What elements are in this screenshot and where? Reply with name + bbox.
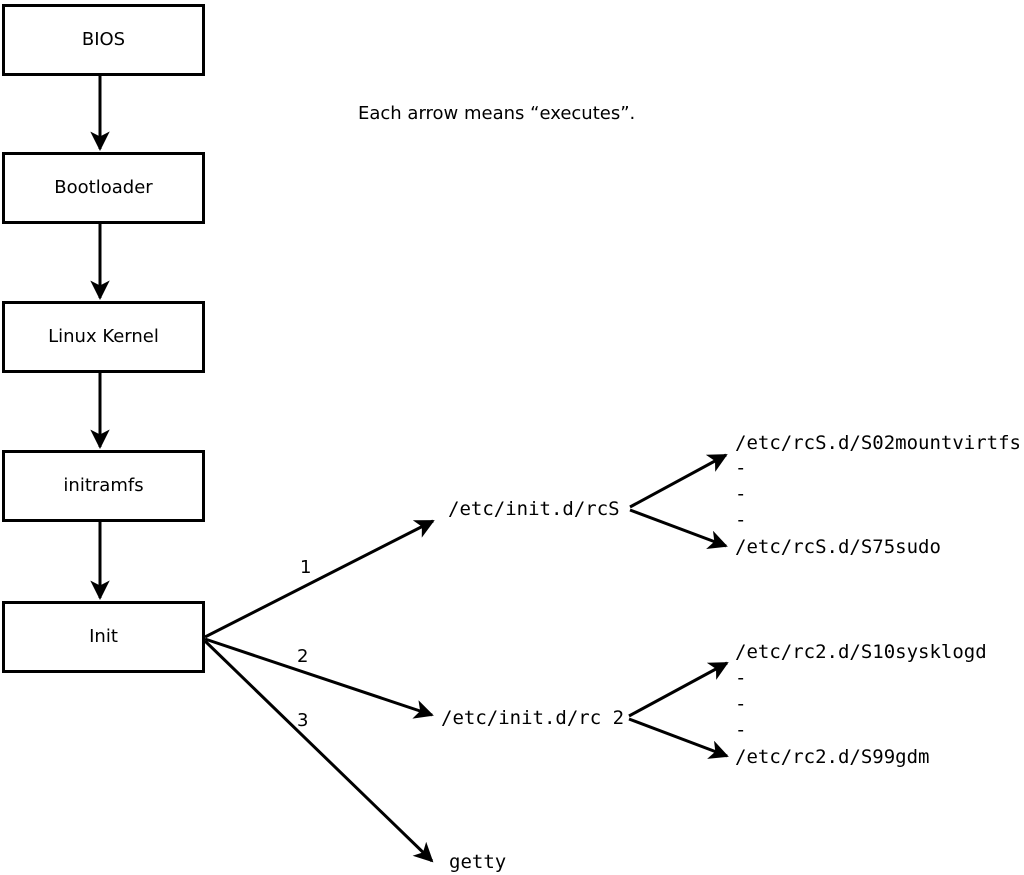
target-getty: getty: [449, 851, 507, 873]
box-linux-kernel-label: Linux Kernel: [48, 326, 159, 347]
box-initramfs: initramfs: [2, 450, 205, 522]
rc2-script-ellipsis-1: -: [735, 667, 747, 689]
arrow-rcS-to-s75sudo: [629, 508, 728, 549]
fan-label-2: 2: [297, 646, 309, 667]
fan-label-3: 3: [297, 710, 309, 731]
box-bootloader: Bootloader: [2, 152, 205, 224]
rcS-script-ellipsis-2: -: [735, 483, 747, 505]
rcS-script-ellipsis-1: -: [735, 457, 747, 479]
rcS-script-ellipsis-3: -: [735, 509, 747, 531]
box-bios-label: BIOS: [81, 29, 126, 50]
rc2-script-s99gdm: /etc/rc2.d/S99gdm: [735, 746, 930, 768]
arrow-rc2-to-s10sysklogd: [628, 661, 729, 718]
arrow-init-to-getty: [203, 639, 434, 863]
box-linux-kernel: Linux Kernel: [2, 301, 205, 373]
arrow-init-to-rcS: [204, 519, 435, 639]
arrow-rcS-to-s02mountvirtfs: [629, 453, 728, 509]
box-initramfs-label: initramfs: [63, 475, 144, 496]
legend-note: Each arrow means “executes”.: [358, 103, 636, 124]
box-bootloader-label: Bootloader: [54, 177, 153, 198]
target-rc2: /etc/init.d/rc 2: [441, 707, 625, 729]
fan-label-1: 1: [300, 557, 312, 578]
rcS-script-s75sudo: /etc/rcS.d/S75sudo: [735, 536, 941, 558]
rc2-script-ellipsis-2: -: [735, 693, 747, 715]
rcS-script-s02mountvirtfs: /etc/rcS.d/S02mountvirtfs: [735, 432, 1021, 454]
arrow-init-to-rc2: [204, 637, 434, 719]
rc2-script-s10sysklogd: /etc/rc2.d/S10sysklogd: [735, 641, 987, 663]
rc2-script-ellipsis-3: -: [735, 719, 747, 741]
box-init: Init: [2, 601, 205, 673]
target-rcS: /etc/init.d/rcS: [448, 498, 620, 520]
arrow-rc2-to-s99gdm: [628, 717, 729, 759]
box-init-label: Init: [89, 626, 118, 647]
box-bios: BIOS: [2, 4, 205, 76]
